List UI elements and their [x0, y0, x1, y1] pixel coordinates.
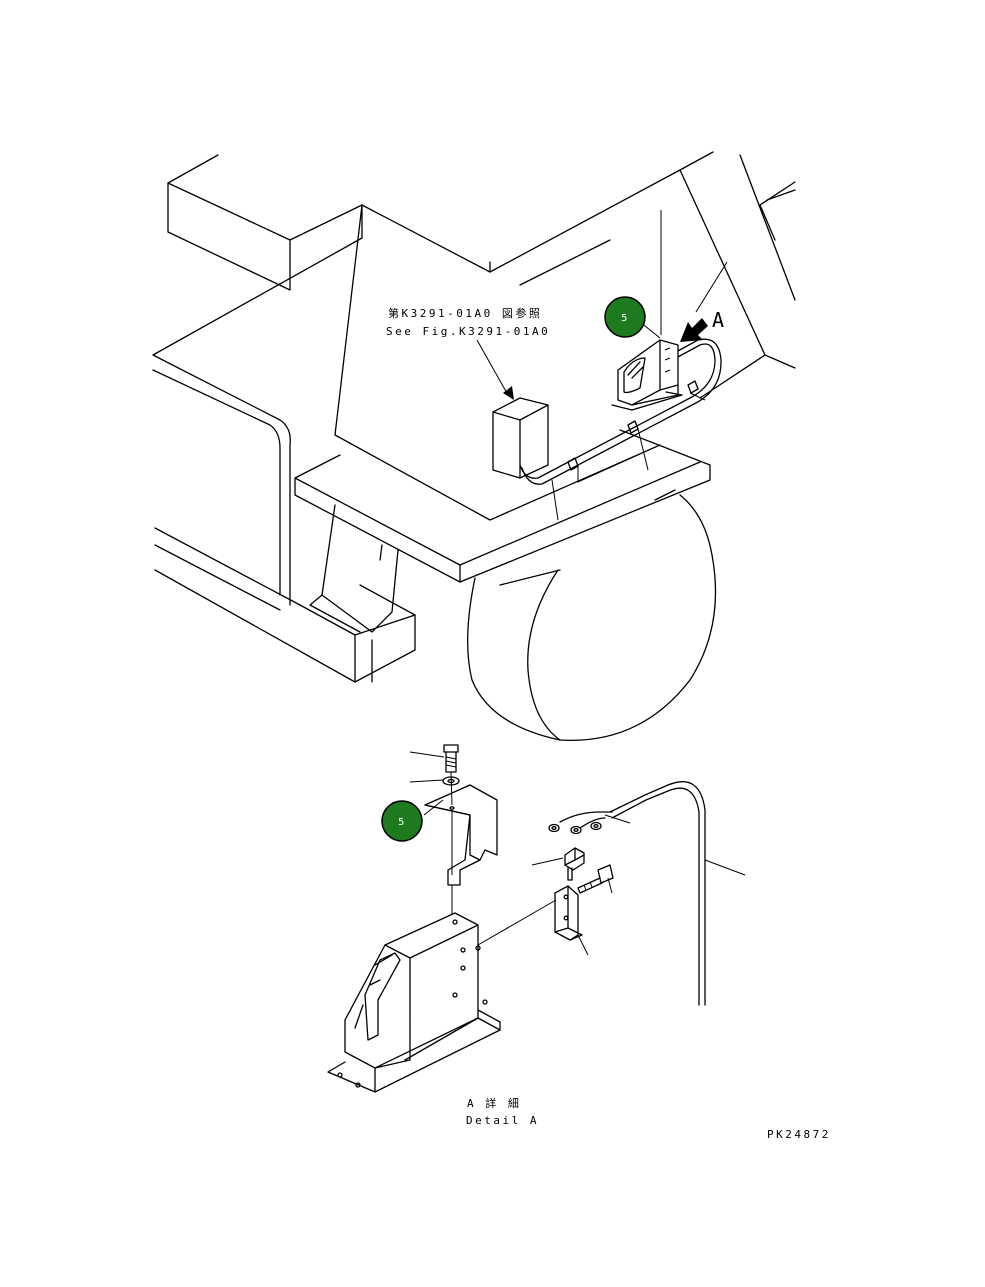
machine-frame [152, 151, 796, 742]
callout-label: 5 [621, 313, 627, 324]
junction-box [492, 397, 549, 479]
callout-bubble-detail: 5 [381, 800, 423, 842]
pointer-leader-upper [660, 210, 728, 335]
screw [577, 864, 614, 894]
callout-circle [604, 296, 646, 338]
wiring-harness-upper [519, 338, 722, 521]
drawing-number: PK24872 [767, 1128, 831, 1141]
bolt [409, 744, 459, 773]
switch-housing [327, 912, 501, 1093]
reference-leader [476, 339, 509, 396]
view-arrow-label: A [712, 308, 724, 332]
view-arrow-a [680, 318, 708, 342]
switch-box-upper [611, 339, 683, 411]
callout-leader-detail [423, 799, 444, 816]
cover-bracket [424, 771, 498, 920]
callout-circle [381, 800, 423, 842]
reference-leader-arrow [503, 386, 514, 400]
limit-switch [531, 847, 585, 881]
callout-bubble-upper: 5 [604, 296, 646, 338]
angle-bracket [477, 885, 589, 956]
wiring-harness-detail [548, 781, 746, 1006]
reference-note-jp: 第K3291-01A0 図参照 [388, 306, 542, 320]
callout-label: 5 [398, 817, 404, 828]
reference-note-en: See Fig.K3291-01A0 [386, 325, 550, 338]
detail-title-en: Detail A [466, 1114, 539, 1127]
detail-title-jp: A 詳 細 [467, 1096, 521, 1110]
